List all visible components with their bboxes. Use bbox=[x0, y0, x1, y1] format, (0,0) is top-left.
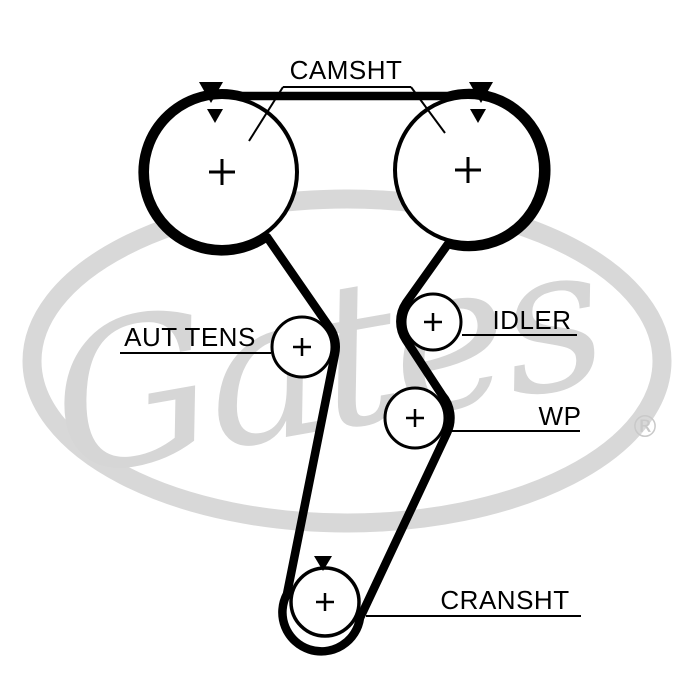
crankshaft-cross-icon bbox=[316, 593, 334, 611]
auto-tensioner-label: AUT TENS bbox=[124, 322, 256, 352]
camshaft-label: CAMSHT bbox=[290, 55, 403, 85]
crankshaft-label: CRANSHT bbox=[440, 585, 569, 615]
water-pump-label: WP bbox=[539, 401, 582, 431]
timing-mark-right-outer-icon bbox=[469, 82, 493, 103]
gates-watermark: Gates ® bbox=[22, 189, 672, 533]
leader-lines bbox=[120, 86, 581, 617]
registered-trademark-icon: ® bbox=[630, 410, 660, 445]
camshaft-left-cross-icon bbox=[209, 159, 235, 185]
timing-mark-crankshaft-icon bbox=[314, 556, 332, 571]
labels: CAMSHT AUT TENS IDLER WP CRANSHT bbox=[124, 55, 581, 615]
timing-mark-left-outer-icon bbox=[199, 82, 223, 103]
gates-oval-icon bbox=[22, 189, 672, 533]
water-pump-cross-icon bbox=[406, 409, 424, 427]
timing-mark-left-inner-icon bbox=[207, 109, 223, 123]
pulley-center-marks bbox=[209, 157, 481, 611]
timing-marks bbox=[199, 82, 493, 571]
camshaft-leader-right bbox=[410, 86, 446, 134]
camshaft-leader-left bbox=[248, 86, 284, 142]
idler-cross-icon bbox=[424, 313, 442, 331]
timing-belt bbox=[138, 88, 551, 656]
camshaft-right-cross-icon bbox=[455, 157, 481, 183]
tensioner-cross-icon bbox=[293, 338, 311, 356]
timing-mark-right-inner-icon bbox=[470, 109, 486, 123]
idler-label: IDLER bbox=[492, 305, 571, 335]
